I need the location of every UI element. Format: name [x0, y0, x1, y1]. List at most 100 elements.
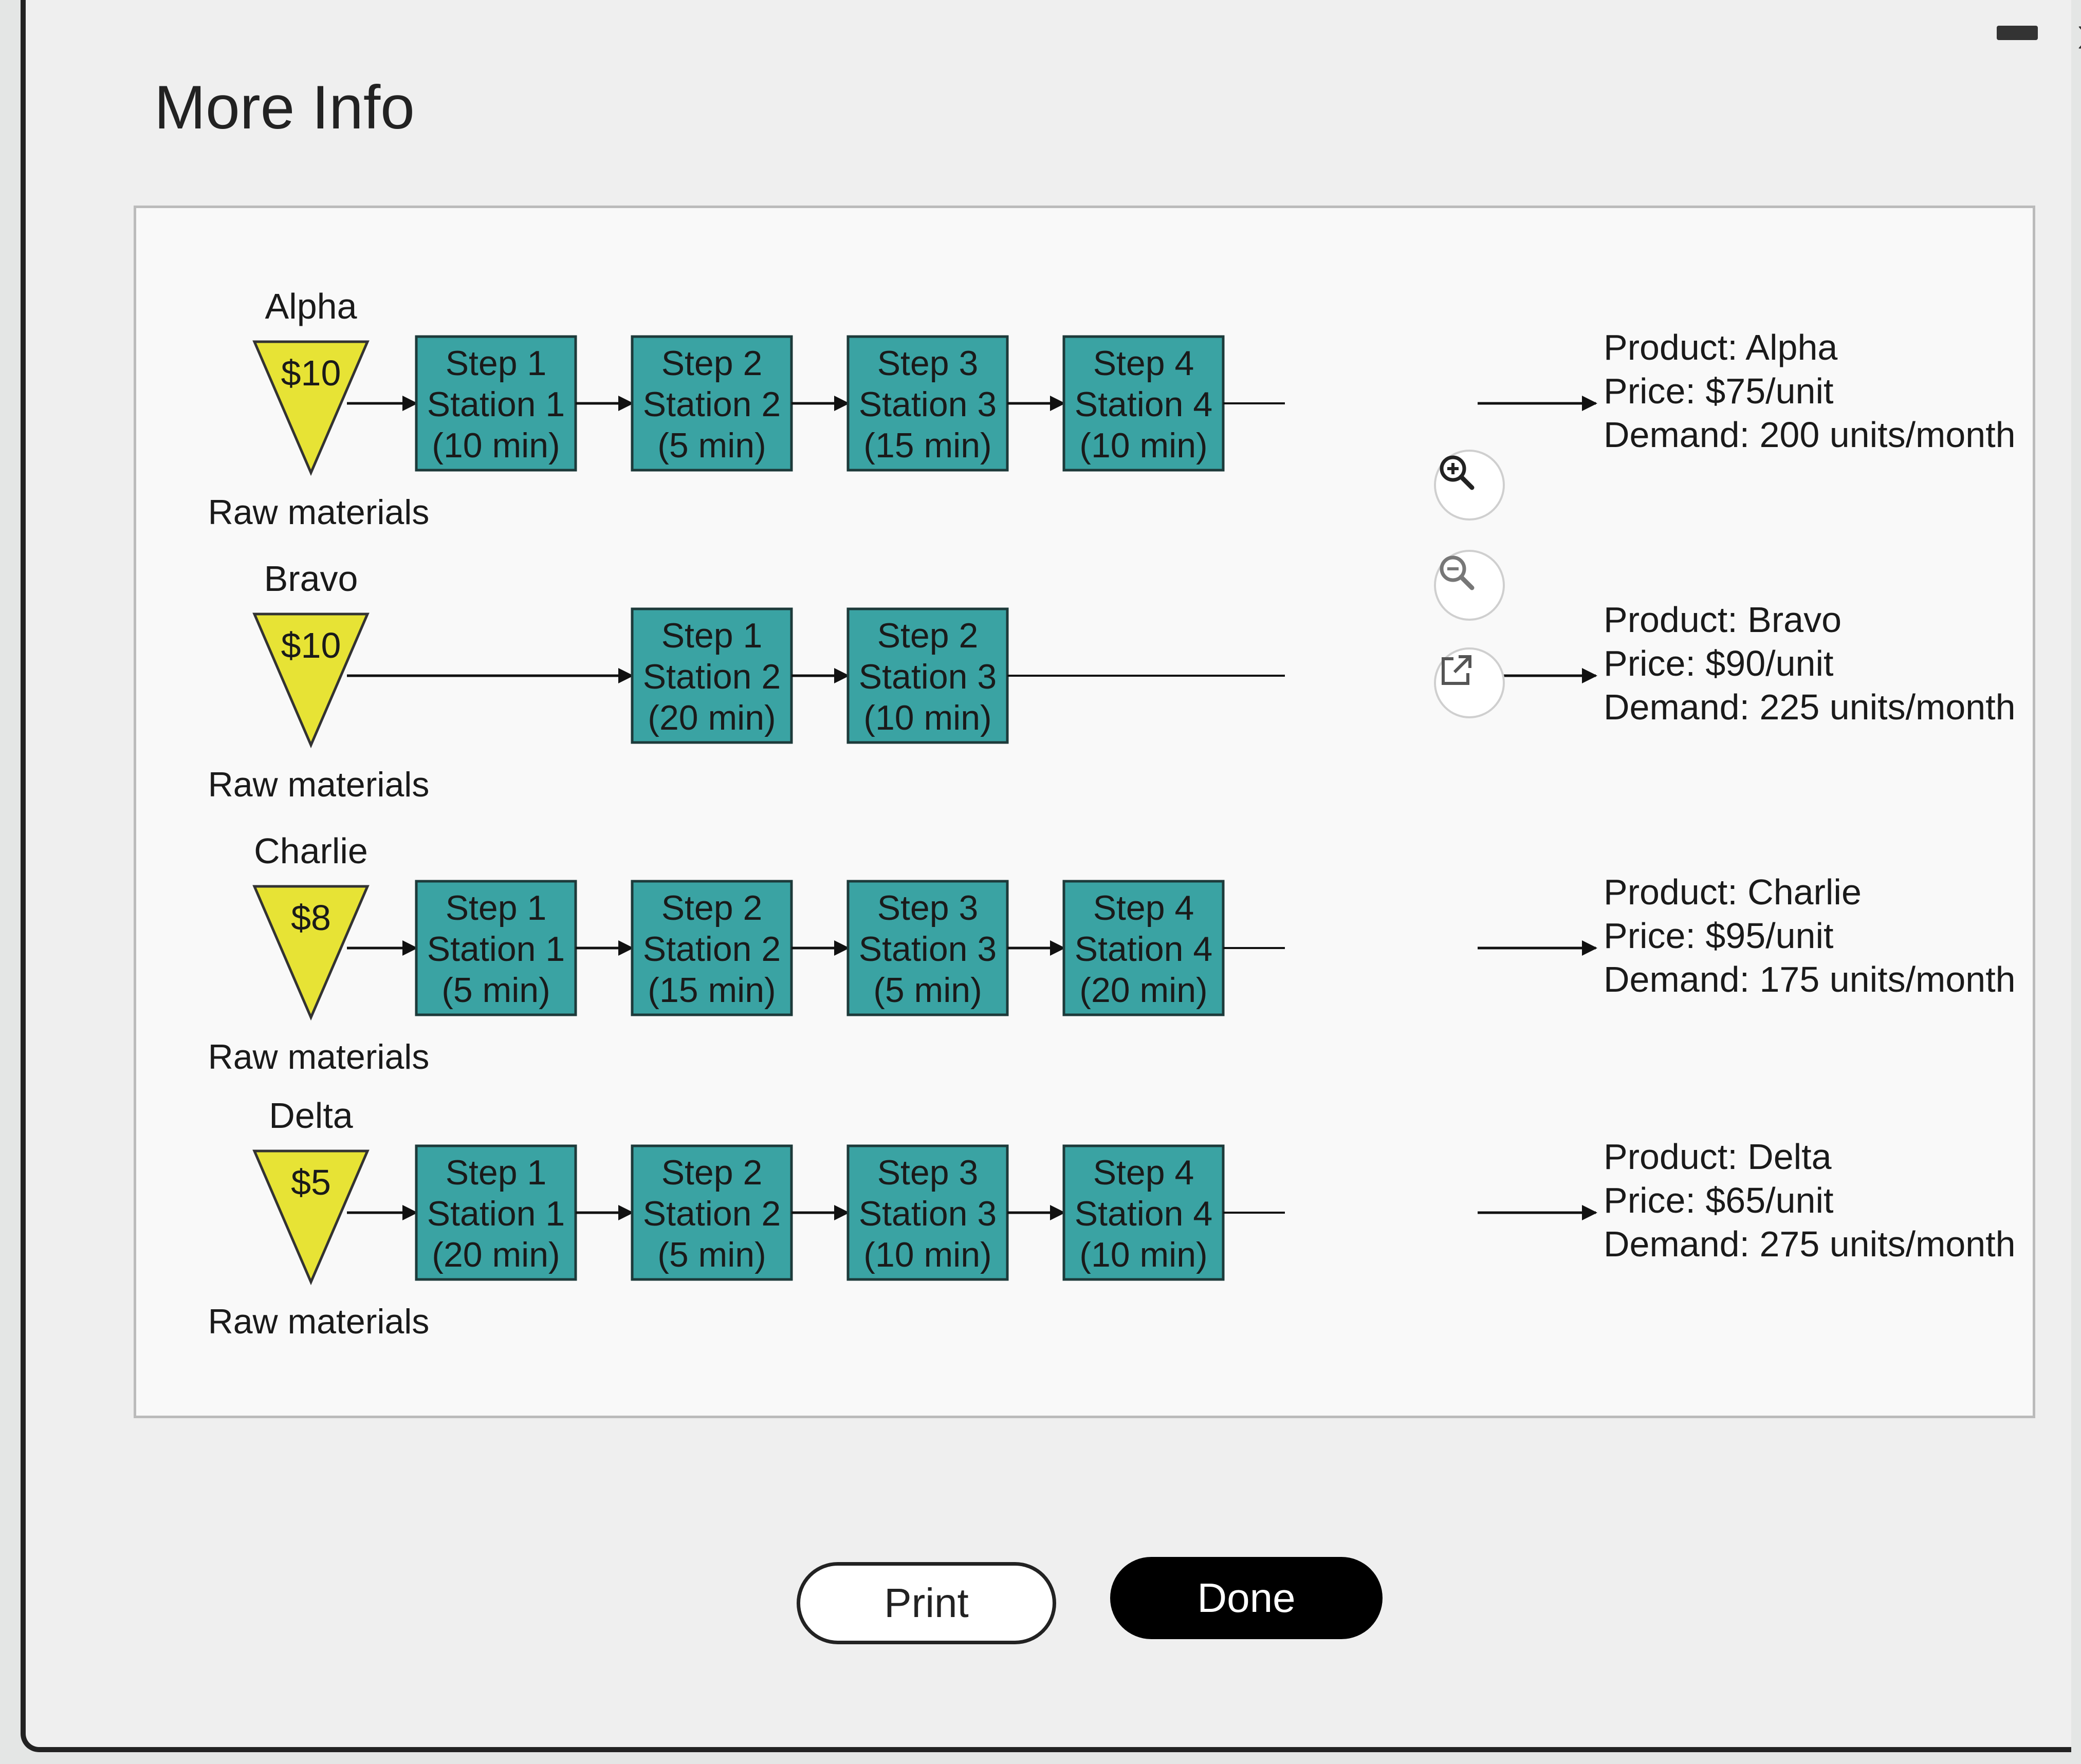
- raw-material-cost: $5: [291, 1162, 331, 1202]
- minimize-icon[interactable]: [1997, 26, 2038, 40]
- popout-icon: [1442, 655, 1471, 685]
- station-label: Station 4: [1075, 385, 1212, 424]
- step-label: Step 2: [877, 616, 979, 655]
- time-label: (10 min): [1079, 1235, 1207, 1274]
- raw-material-triangle: [252, 340, 370, 476]
- product-info-line: Product: Alpha: [1604, 327, 1837, 367]
- station-box: [846, 1144, 1009, 1281]
- time-label: (10 min): [1079, 426, 1207, 465]
- station-box: [1062, 335, 1225, 472]
- station-box: [846, 607, 1009, 744]
- station-box: [846, 335, 1009, 472]
- product-name-label: Charlie: [254, 831, 368, 871]
- station-label: Station 3: [859, 930, 997, 969]
- zoom-out-button[interactable]: [1434, 550, 1505, 621]
- time-label: (10 min): [863, 1235, 991, 1274]
- raw-material-cost: $10: [281, 353, 341, 393]
- time-label: (20 min): [1079, 971, 1207, 1010]
- station-box: [631, 335, 793, 472]
- station-label: Station 2: [643, 930, 781, 969]
- raw-material-triangle: [252, 885, 370, 1021]
- product-info-line: Demand: 275 units/month: [1604, 1224, 2016, 1264]
- station-box: [415, 1144, 577, 1281]
- product-info-line: Demand: 225 units/month: [1604, 687, 2016, 727]
- time-label: (20 min): [432, 1235, 560, 1274]
- time-label: (5 min): [873, 971, 982, 1010]
- product-info-line: Price: $65/unit: [1604, 1180, 1833, 1220]
- product-info-line: Price: $90/unit: [1604, 643, 1833, 683]
- station-label: Station 3: [859, 385, 997, 424]
- time-label: (20 min): [648, 698, 776, 737]
- raw-materials-label: Raw materials: [208, 1037, 430, 1076]
- raw-material-cost: $10: [281, 625, 341, 665]
- zoom-out-icon: [1440, 555, 1475, 590]
- step-label: Step 3: [877, 344, 979, 383]
- station-box: [631, 1144, 793, 1281]
- station-label: Station 3: [859, 657, 997, 696]
- product-info-line: Product: Delta: [1604, 1137, 1832, 1177]
- product-info-line: Price: $75/unit: [1604, 371, 1833, 411]
- step-label: Step 4: [1093, 888, 1194, 927]
- time-label: (10 min): [432, 426, 560, 465]
- step-label: Step 1: [446, 1153, 547, 1192]
- station-box: [1062, 880, 1225, 1016]
- station-box: [415, 335, 577, 472]
- station-label: Station 1: [427, 930, 565, 969]
- product-info-line: Product: Charlie: [1604, 872, 1862, 912]
- step-label: Step 1: [446, 344, 547, 383]
- step-label: Step 3: [877, 1153, 979, 1192]
- time-label: (15 min): [863, 426, 991, 465]
- step-label: Step 1: [446, 888, 547, 927]
- station-label: Station 1: [427, 1194, 565, 1233]
- time-label: (5 min): [657, 1235, 766, 1274]
- close-icon[interactable]: ›: [2076, 5, 2081, 62]
- step-label: Step 3: [877, 888, 979, 927]
- product-info-line: Demand: 200 units/month: [1604, 415, 2016, 455]
- step-label: Step 1: [661, 616, 763, 655]
- product-info-line: Demand: 175 units/month: [1604, 959, 2016, 999]
- step-label: Step 4: [1093, 344, 1194, 383]
- station-label: Station 4: [1075, 930, 1212, 969]
- popout-button[interactable]: [1434, 647, 1505, 718]
- step-label: Step 2: [661, 1153, 763, 1192]
- step-label: Step 2: [661, 888, 763, 927]
- done-button[interactable]: Done: [1110, 1557, 1383, 1639]
- station-box: [1062, 1144, 1225, 1281]
- time-label: (10 min): [863, 698, 991, 737]
- product-info-line: Price: $95/unit: [1604, 916, 1833, 956]
- time-label: (5 min): [657, 426, 766, 465]
- raw-material-cost: $8: [291, 898, 331, 938]
- station-label: Station 2: [643, 657, 781, 696]
- print-button[interactable]: Print: [797, 1562, 1056, 1644]
- time-label: (15 min): [648, 971, 776, 1010]
- product-name-label: Delta: [269, 1095, 353, 1136]
- product-name-label: Alpha: [265, 286, 357, 326]
- time-label: (5 min): [441, 971, 550, 1010]
- zoom-in-button[interactable]: [1434, 450, 1505, 521]
- raw-materials-label: Raw materials: [208, 765, 430, 804]
- raw-material-triangle: [252, 612, 370, 749]
- dialog-title: More Info: [154, 73, 415, 142]
- raw-materials-label: Raw materials: [208, 493, 430, 532]
